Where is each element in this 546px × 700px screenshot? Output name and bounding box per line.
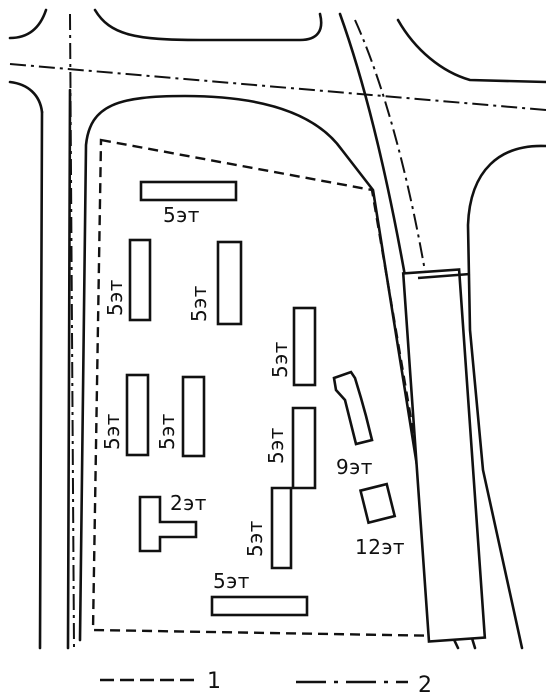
building-12-storey xyxy=(358,482,397,525)
building-9-storey xyxy=(332,370,374,446)
label-building-left-1: 5эт xyxy=(103,279,127,316)
label-building-t-shape: 2эт xyxy=(170,491,207,515)
buildings xyxy=(125,180,487,643)
building-external-detail xyxy=(417,272,471,280)
label-building-right-2: 5эт xyxy=(264,427,288,464)
building-top xyxy=(139,180,238,202)
legend-label-2: 2 xyxy=(418,673,432,698)
building-t-shape xyxy=(138,495,198,553)
label-building-top: 5эт xyxy=(163,203,200,227)
road-curb-top-right xyxy=(396,18,546,84)
road-curb-top-left xyxy=(8,8,48,40)
road-network xyxy=(8,8,546,650)
label-building-right-1: 5эт xyxy=(268,341,292,378)
road-curb-left-upper xyxy=(8,80,44,114)
building-mid-1 xyxy=(216,240,243,326)
label-building-right-3: 5эт xyxy=(243,520,267,557)
road-curb-top-middle xyxy=(93,8,323,42)
building-left-2a xyxy=(125,373,150,457)
building-right-2-3-stepped xyxy=(270,406,317,570)
label-building-left-2b: 5эт xyxy=(155,413,179,450)
label-building-mid-1: 5эт xyxy=(187,285,211,322)
label-building-9-storey: 9эт xyxy=(336,455,373,479)
axis-line-horizontal xyxy=(9,63,546,111)
road-inner-left-edge xyxy=(66,88,72,650)
legend-label-1: 1 xyxy=(207,669,221,694)
building-external xyxy=(401,268,487,643)
building-bottom xyxy=(210,595,309,617)
building-right-1 xyxy=(292,306,317,387)
label-building-left-2a: 5эт xyxy=(100,413,124,450)
axis-line-vertical xyxy=(69,13,75,649)
road-right-street-right xyxy=(466,144,546,650)
building-labels: 5эт 5эт 5эт 5эт 5эт 5эт 5эт 5эт 5эт 2эт … xyxy=(100,203,405,593)
building-left-1 xyxy=(128,238,152,322)
legend: 1 2 xyxy=(100,669,432,698)
road-left-edge xyxy=(38,110,44,650)
building-left-2b xyxy=(181,375,206,458)
label-building-12-storey: 12эт xyxy=(355,535,405,559)
label-building-bottom: 5эт xyxy=(213,569,250,593)
site-curb-top xyxy=(78,94,460,650)
